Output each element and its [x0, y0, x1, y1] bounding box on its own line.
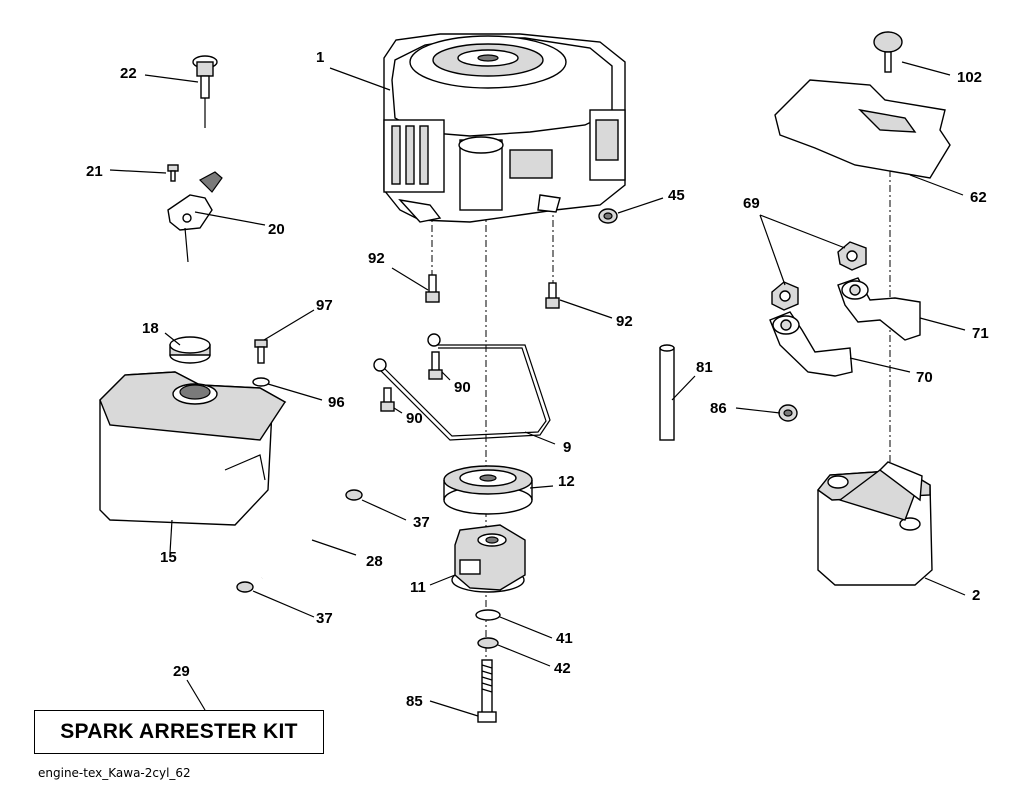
callout-90-lower: 90: [406, 410, 423, 427]
callout-2: 2: [972, 587, 980, 604]
spark-arrester-kit-label: SPARK ARRESTER KIT: [60, 720, 298, 743]
fuel-tank[interactable]: [99, 371, 287, 526]
callout-96: 96: [328, 394, 345, 411]
engine[interactable]: [383, 33, 626, 223]
diagram-footer-code: engine-tex_Kawa-2cyl_62: [38, 766, 191, 780]
knob-102[interactable]: [873, 31, 903, 73]
callout-70: 70: [916, 369, 933, 386]
callout-9: 9: [563, 439, 571, 456]
screw-21[interactable]: [167, 164, 179, 182]
tube-81[interactable]: [659, 344, 675, 441]
callout-1: 1: [316, 49, 324, 66]
callout-92-left: 92: [368, 250, 385, 267]
callout-labels: 1 2 9 11 12 15 18 20 21 22 28 29 37 37 4…: [86, 49, 989, 710]
fuel-cap[interactable]: [169, 336, 211, 364]
washer[interactable]: [475, 609, 501, 621]
callout-81: 81: [696, 359, 713, 376]
callout-41: 41: [556, 630, 573, 647]
electric-clutch[interactable]: [451, 524, 526, 593]
gasket-lower[interactable]: [771, 281, 799, 311]
callout-90-upper: 90: [454, 379, 471, 396]
clutch-bolt[interactable]: [477, 659, 497, 723]
bracket-bolt-lower[interactable]: [380, 387, 395, 412]
callout-92-right: 92: [616, 313, 633, 330]
callout-71: 71: [972, 325, 989, 342]
washer-96[interactable]: [252, 377, 270, 387]
dipstick[interactable]: [192, 55, 218, 128]
leader-lines: [109, 61, 966, 717]
callout-20: 20: [268, 221, 285, 238]
exhaust-pipe-71[interactable]: [837, 277, 921, 341]
exhaust-pipe-70[interactable]: [769, 311, 853, 377]
callout-69: 69: [743, 195, 760, 212]
callout-28: 28: [366, 553, 383, 570]
callout-97: 97: [316, 297, 333, 314]
callout-18: 18: [142, 320, 159, 337]
callout-11: 11: [410, 579, 426, 596]
gasket-upper[interactable]: [837, 241, 867, 271]
pulley[interactable]: [443, 465, 533, 515]
lock-washer[interactable]: [477, 637, 499, 649]
callout-15: 15: [160, 549, 177, 566]
callout-21: 21: [86, 163, 103, 180]
callout-86: 86: [710, 400, 727, 417]
callout-45: 45: [668, 187, 685, 204]
callout-62: 62: [970, 189, 987, 206]
hose-clamp-lower[interactable]: [236, 581, 254, 593]
bracket-bolt-upper[interactable]: [428, 351, 443, 380]
engine-bolt-right[interactable]: [545, 282, 560, 309]
callout-102: 102: [957, 69, 982, 86]
callout-22: 22: [120, 65, 137, 82]
hose-clamp-upper[interactable]: [345, 489, 363, 501]
callout-12: 12: [558, 473, 575, 490]
spark-arrester-kit-box: SPARK ARRESTER KIT: [34, 710, 324, 754]
throttle-control[interactable]: [167, 171, 223, 263]
heat-shield[interactable]: [774, 79, 951, 179]
callout-42: 42: [554, 660, 571, 677]
callout-37-lower: 37: [316, 610, 333, 627]
callout-37-upper: 37: [413, 514, 430, 531]
muffler[interactable]: [816, 461, 933, 586]
nut-45[interactable]: [598, 208, 618, 224]
engine-bolt-left[interactable]: [425, 274, 440, 303]
screw-97[interactable]: [254, 339, 268, 364]
callout-85: 85: [406, 693, 423, 710]
nut-86[interactable]: [778, 404, 798, 422]
wire-bracket[interactable]: [373, 333, 551, 441]
callout-29: 29: [173, 663, 190, 680]
